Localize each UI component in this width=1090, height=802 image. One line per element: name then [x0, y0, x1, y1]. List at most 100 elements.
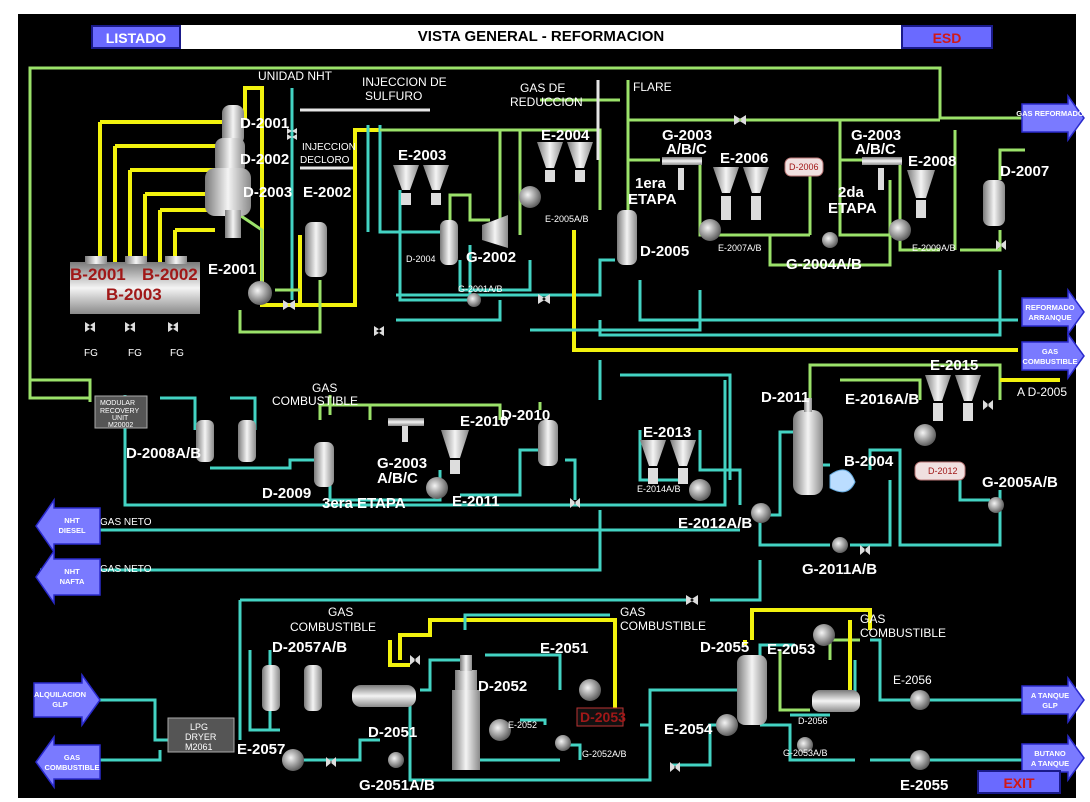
- exchanger-e2056[interactable]: [910, 690, 930, 710]
- exit-button[interactable]: EXIT: [977, 770, 1061, 794]
- furnace-b2001[interactable]: [70, 256, 200, 314]
- exchanger-e2016ab[interactable]: [914, 424, 936, 446]
- nav-arrow-nht-nafta[interactable]: NHT NAFTA: [35, 548, 101, 606]
- label-e2016ab: E-2016A/B: [845, 391, 919, 408]
- pump-g2011ab[interactable]: [832, 537, 848, 553]
- vessel-d2057b[interactable]: [304, 665, 322, 711]
- label-gas-comb-1a: GAS: [312, 381, 337, 395]
- label-d2007: D-2007: [1000, 163, 1049, 180]
- label-e2053: E-2053: [767, 641, 815, 658]
- aircooler-e2010[interactable]: [441, 430, 469, 474]
- valves[interactable]: [85, 115, 1006, 772]
- pump-g2001ab[interactable]: [467, 293, 481, 307]
- pump-g2051ab[interactable]: [388, 752, 404, 768]
- listado-button[interactable]: LISTADO: [91, 25, 181, 49]
- exchanger-e2051[interactable]: [579, 679, 601, 701]
- vessel-d2008b[interactable]: [238, 420, 256, 462]
- pump-g2005ab[interactable]: [988, 497, 1004, 513]
- label-g2003abc-c2: A/B/C: [377, 470, 418, 487]
- label-e2012ab: E-2012A/B: [678, 515, 752, 532]
- label-e2007ab: E-2007A/B: [718, 243, 762, 253]
- vessel-d2010[interactable]: [538, 420, 558, 466]
- label-tanque-glp-1: A TANQUE: [1031, 691, 1069, 700]
- nav-arrow-gas-reformado[interactable]: GAS REFORMADO: [1016, 93, 1085, 143]
- nav-arrow-reformado-arranque[interactable]: REFORMADO ARRANQUE: [1021, 287, 1085, 337]
- label-g2001ab: G-2001A/B: [458, 284, 503, 294]
- exchanger-e2009ab[interactable]: [889, 219, 911, 241]
- label-lpg-1: LPG: [190, 722, 208, 732]
- lpg-dryer[interactable]: [167, 717, 235, 753]
- modular-recovery-unit[interactable]: [94, 395, 148, 429]
- pump-g2004ab[interactable]: [822, 232, 838, 248]
- vessel-d2057a[interactable]: [262, 665, 280, 711]
- label-e2051: E-2051: [540, 640, 588, 657]
- vessel-d2056[interactable]: [812, 690, 860, 712]
- nav-arrow-alquilacion-glp[interactable]: ALQUILACION GLP: [33, 672, 101, 728]
- column-d2011[interactable]: [793, 410, 823, 495]
- label-reformado-1: REFORMADO: [1025, 303, 1074, 312]
- label-gas-comb-right-2: COMBUSTIBLE: [1023, 357, 1078, 366]
- vessel-d2005[interactable]: [617, 210, 637, 265]
- label-nht-nafta-1: NHT: [64, 567, 80, 576]
- label-lpg-3: M2061: [185, 742, 213, 752]
- exchanger-e2002[interactable]: [305, 222, 327, 277]
- pump-g2052ab[interactable]: [555, 735, 571, 751]
- label-nht-diesel-1: NHT: [64, 516, 80, 525]
- nav-arrow-gas-combustible-right[interactable]: GAS COMBUSTIBLE: [1021, 331, 1085, 381]
- exchanger-e2052[interactable]: [489, 719, 511, 741]
- column-d2055[interactable]: [737, 655, 767, 725]
- exchanger-e2054[interactable]: [716, 714, 738, 736]
- label-gas-comb-3b: COMBUSTIBLE: [620, 619, 706, 633]
- compressor-g2002[interactable]: [482, 215, 508, 248]
- label-tercera-etapa: 3era ETAPA: [322, 495, 406, 512]
- reactor-stack-d2001[interactable]: [205, 105, 251, 238]
- label-modular-3: UNIT: [112, 415, 129, 422]
- vessel-d2009[interactable]: [314, 442, 334, 487]
- compressor-g2003-a[interactable]: [662, 157, 702, 165]
- vessel-d2007[interactable]: [983, 180, 1005, 226]
- compressor-g2003-b[interactable]: [862, 157, 902, 165]
- vessel-d2008a[interactable]: [196, 420, 214, 462]
- exchanger-e2055[interactable]: [910, 750, 930, 770]
- exchanger-e2057[interactable]: [282, 749, 304, 771]
- exchanger-e2014ab[interactable]: [689, 479, 711, 501]
- compressor-g2003-c[interactable]: [388, 418, 424, 426]
- aircooler-e2004[interactable]: [537, 142, 593, 182]
- label-gas-comb-2b: COMBUSTIBLE: [290, 620, 376, 634]
- aircooler-e2006[interactable]: [713, 167, 769, 220]
- column-d2052[interactable]: [452, 690, 480, 770]
- label-gas-comb-4b: COMBUSTIBLE: [860, 626, 946, 640]
- label-gas-neto-1: GAS NETO: [100, 517, 152, 528]
- label-e2002: E-2002: [303, 184, 351, 201]
- aircooler-e2013[interactable]: [640, 440, 696, 484]
- label-butano-2: A TANQUE: [1031, 759, 1069, 768]
- exchanger-e2001[interactable]: [248, 281, 272, 305]
- exchanger-e2012ab[interactable]: [751, 503, 771, 523]
- aircooler-e2003[interactable]: [393, 165, 449, 205]
- reboiler-b2004[interactable]: [829, 469, 856, 493]
- vessel-d2051[interactable]: [352, 685, 416, 707]
- exchanger-e2005ab[interactable]: [519, 186, 541, 208]
- aircooler-e2008[interactable]: [907, 170, 935, 218]
- aircooler-e2015[interactable]: [925, 375, 981, 421]
- vessel-d2012[interactable]: [914, 461, 966, 481]
- exchanger-e2011[interactable]: [426, 477, 448, 499]
- label-d2009: D-2009: [262, 485, 311, 502]
- pump-g2053ab[interactable]: [797, 737, 813, 753]
- nav-arrow-gas-combustible-left[interactable]: GAS COMBUSTIBLE: [35, 734, 101, 790]
- label-gas-reduccion-1: GAS DE: [520, 81, 565, 95]
- nav-arrow-nht-diesel[interactable]: NHT DIESEL: [35, 497, 101, 555]
- exchanger-e2007ab[interactable]: [699, 219, 721, 241]
- nav-arrow-tanque-glp[interactable]: A TANQUE GLP: [1021, 675, 1085, 725]
- label-fg-2: FG: [128, 348, 142, 359]
- vessel-d2006[interactable]: [784, 157, 824, 177]
- label-tanque-glp-2: GLP: [1042, 701, 1057, 710]
- label-g2003abc-c1: G-2003: [377, 455, 427, 472]
- exchanger-e2053[interactable]: [813, 624, 835, 646]
- vessel-d2053[interactable]: [576, 707, 624, 727]
- vessel-d2004[interactable]: [440, 220, 458, 265]
- label-gas-comb-2a: GAS: [328, 605, 353, 619]
- esd-button[interactable]: ESD: [901, 25, 993, 49]
- label-lpg-2: DRYER: [185, 732, 217, 742]
